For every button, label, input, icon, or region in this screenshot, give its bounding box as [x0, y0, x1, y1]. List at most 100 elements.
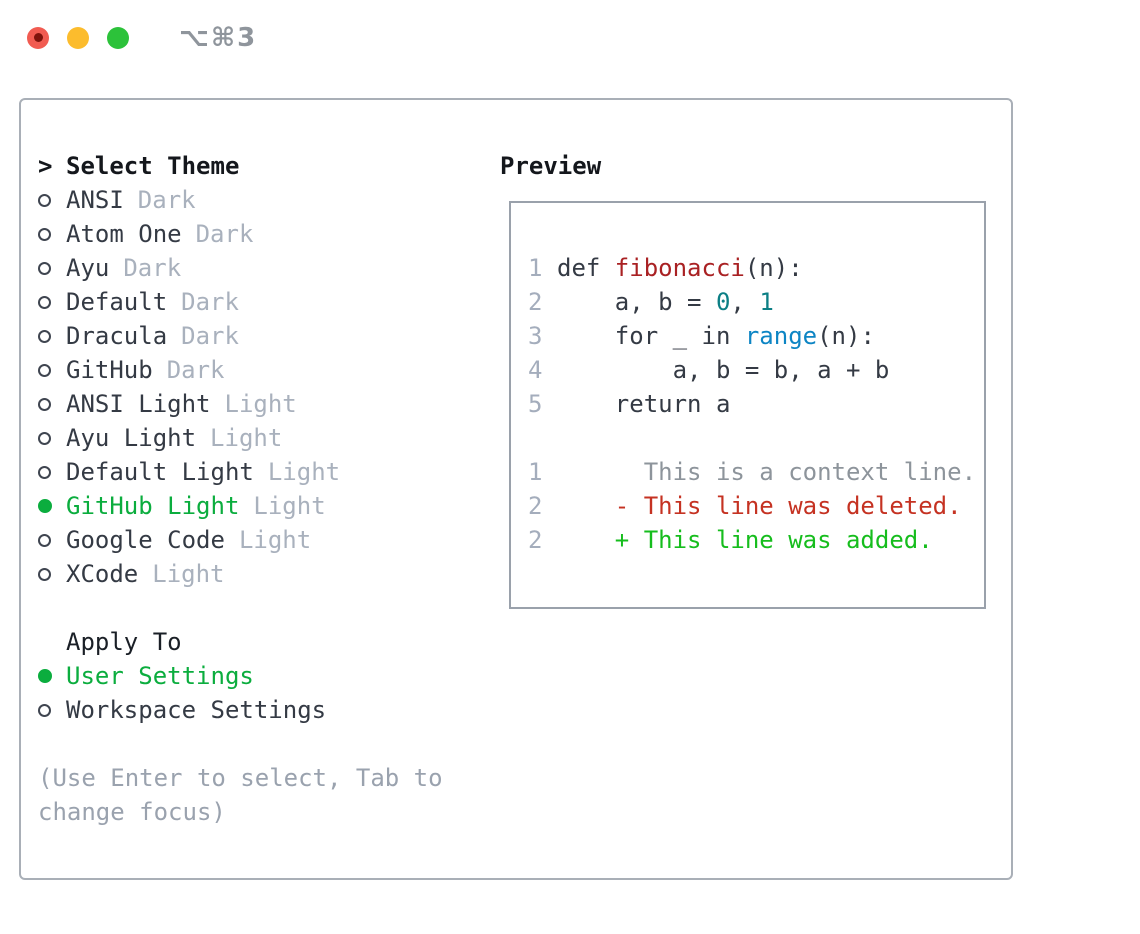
minimize-button[interactable]: [67, 26, 89, 49]
theme-option-default[interactable]: Default Dark: [38, 285, 493, 319]
blank-row: [38, 591, 493, 625]
code-line: [528, 421, 984, 455]
radio-off-icon: [38, 533, 51, 547]
theme-option-github[interactable]: GitHub Dark: [38, 353, 493, 387]
line-number: 5: [528, 390, 543, 418]
theme-option-atom-one[interactable]: Atom One Dark: [38, 217, 493, 251]
apply-option-label: User Settings: [66, 662, 254, 690]
theme-name: Ayu: [66, 254, 110, 282]
theme-variant-tag: Dark: [166, 356, 225, 384]
theme-option-ansi[interactable]: ANSI Dark: [38, 183, 493, 217]
radio-on-icon: [38, 669, 52, 683]
theme-variant-tag: Dark: [181, 288, 239, 316]
theme-variant-tag: Light: [152, 560, 225, 588]
code-line: 5 return a: [528, 387, 984, 421]
theme-variant-tag: Light: [253, 492, 326, 520]
apply-to-title: Apply To: [66, 628, 182, 656]
theme-name: Atom One: [66, 220, 182, 248]
radio-off-icon: [38, 567, 51, 581]
line-tokens: This is a context line.: [557, 458, 977, 486]
apply-option-user-settings[interactable]: User Settings: [38, 659, 493, 693]
code-line: 2 + This line was added.: [528, 523, 984, 557]
titlebar: ⌥⌘3: [0, 0, 1140, 75]
radio-off-icon: [38, 397, 51, 411]
code-line: 1 def fibonacci(n):: [528, 251, 984, 285]
theme-name: Default: [66, 288, 168, 316]
radio-off-icon: [38, 227, 51, 241]
radio-on-icon: [38, 499, 52, 513]
radio-off-icon: [38, 465, 51, 479]
window-title: ⌥⌘3: [179, 22, 258, 53]
line-tokens: a, b = 0, 1: [557, 288, 774, 316]
zoom-button[interactable]: [107, 26, 129, 49]
theme-name: Dracula: [66, 322, 168, 350]
theme-variant-tag: Dark: [195, 220, 254, 248]
line-tokens: - This line was deleted.: [557, 492, 962, 520]
hint-line: (Use Enter to select, Tab to: [38, 764, 443, 792]
theme-name: GitHub: [66, 356, 153, 384]
code-line: 3 for _ in range(n):: [528, 319, 984, 353]
code-line: 1 This is a context line.: [528, 455, 984, 489]
select-theme-header: > Select Theme: [38, 149, 493, 183]
radio-off-icon: [38, 193, 51, 207]
apply-option-workspace-settings[interactable]: Workspace Settings: [38, 693, 493, 727]
theme-option-ayu[interactable]: Ayu Dark: [38, 251, 493, 285]
radio-off-icon: [38, 295, 51, 309]
theme-name: GitHub Light: [66, 492, 240, 520]
hint-text: (Use Enter to select, Tab to change focus…: [38, 761, 493, 829]
hint-line: change focus): [38, 798, 226, 826]
radio-off-icon: [38, 431, 51, 445]
line-tokens: for _ in range(n):: [557, 322, 875, 350]
radio-off-icon: [38, 703, 51, 717]
apply-to-header: Apply To: [38, 625, 493, 659]
line-number: 3: [528, 322, 543, 350]
theme-option-google-code[interactable]: Google Code Light: [38, 523, 493, 557]
theme-name: ANSI: [66, 186, 124, 214]
close-indicator-dot: [33, 33, 43, 42]
theme-option-ansi-light[interactable]: ANSI Light Light: [38, 387, 493, 421]
line-number: 1: [528, 254, 543, 282]
theme-name: Google Code: [66, 526, 225, 554]
close-button[interactable]: [27, 26, 49, 49]
theme-variant-tag: Dark: [181, 322, 239, 350]
theme-name: Ayu Light: [66, 424, 197, 452]
code-line: 2 a, b = 0, 1: [528, 285, 984, 319]
code-line: 2 - This line was deleted.: [528, 489, 984, 523]
preview-title: Preview: [500, 152, 602, 180]
theme-variant-tag: Dark: [123, 254, 182, 282]
line-number: 2: [528, 526, 543, 554]
select-theme-title: Select Theme: [66, 152, 240, 180]
line-number: 4: [528, 356, 543, 384]
theme-option-ayu-light[interactable]: Ayu Light Light: [38, 421, 493, 455]
line-tokens: + This line was added.: [557, 526, 933, 554]
theme-name: ANSI Light: [66, 390, 211, 418]
line-tokens: return a: [557, 390, 731, 418]
code-line: 4 a, b = b, a + b: [528, 353, 984, 387]
theme-variant-tag: Light: [224, 390, 297, 418]
line-number: 2: [528, 288, 543, 316]
theme-variant-tag: Light: [238, 526, 312, 554]
theme-variant-tag: Light: [267, 458, 341, 486]
theme-option-github-light[interactable]: GitHub Light Light: [38, 489, 493, 523]
radio-off-icon: [38, 329, 51, 343]
line-tokens: def fibonacci(n):: [557, 254, 803, 282]
apply-option-label: Workspace Settings: [66, 696, 327, 724]
theme-option-dracula[interactable]: Dracula Dark: [38, 319, 493, 353]
line-number: 1: [528, 458, 543, 486]
line-tokens: a, b = b, a + b: [557, 356, 890, 384]
theme-option-default-light[interactable]: Default Light Light: [38, 455, 493, 489]
line-number: 2: [528, 492, 543, 520]
theme-variant-tag: Dark: [137, 186, 196, 214]
theme-variant-tag: Light: [210, 424, 283, 452]
radio-off-icon: [38, 261, 51, 275]
theme-name: Default Light: [66, 458, 254, 486]
